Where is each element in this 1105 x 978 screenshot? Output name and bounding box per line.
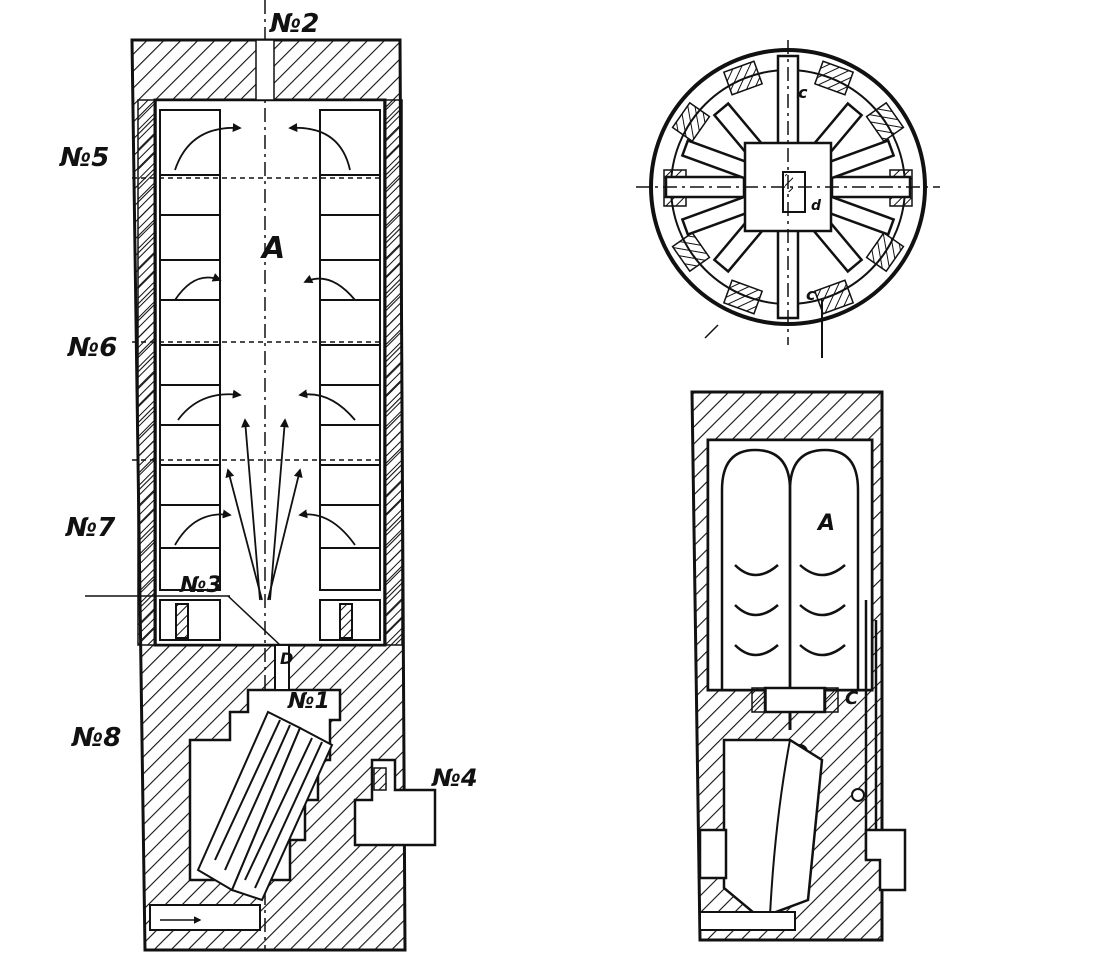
left-section-view: №2 №5 №6 №7 №3 №1 №8 №4 A D [59,0,478,952]
label-c-bottom: c [806,285,816,304]
label-n5: №5 [59,143,109,173]
label-n8: №8 [71,723,121,753]
label-port-d: D [280,649,293,668]
left-brick-column [159,109,221,591]
label-c-right: C [845,688,859,709]
label-n6: №6 [67,333,117,363]
label-n2: №2 [269,9,319,39]
right-section-view: A C [690,390,907,942]
label-n3: №3 [179,573,222,598]
label-d-center: d [811,198,822,214]
label-n1: №1 [287,689,330,714]
plan-view: c c d [636,40,940,358]
label-chamber-a-small: A [816,511,835,536]
right-brick-column [319,109,381,591]
label-chamber-a: A [260,231,285,266]
label-c-top: c [798,83,808,102]
label-n7: №7 [65,513,116,543]
label-n4: №4 [431,764,478,792]
firebox [188,644,342,902]
